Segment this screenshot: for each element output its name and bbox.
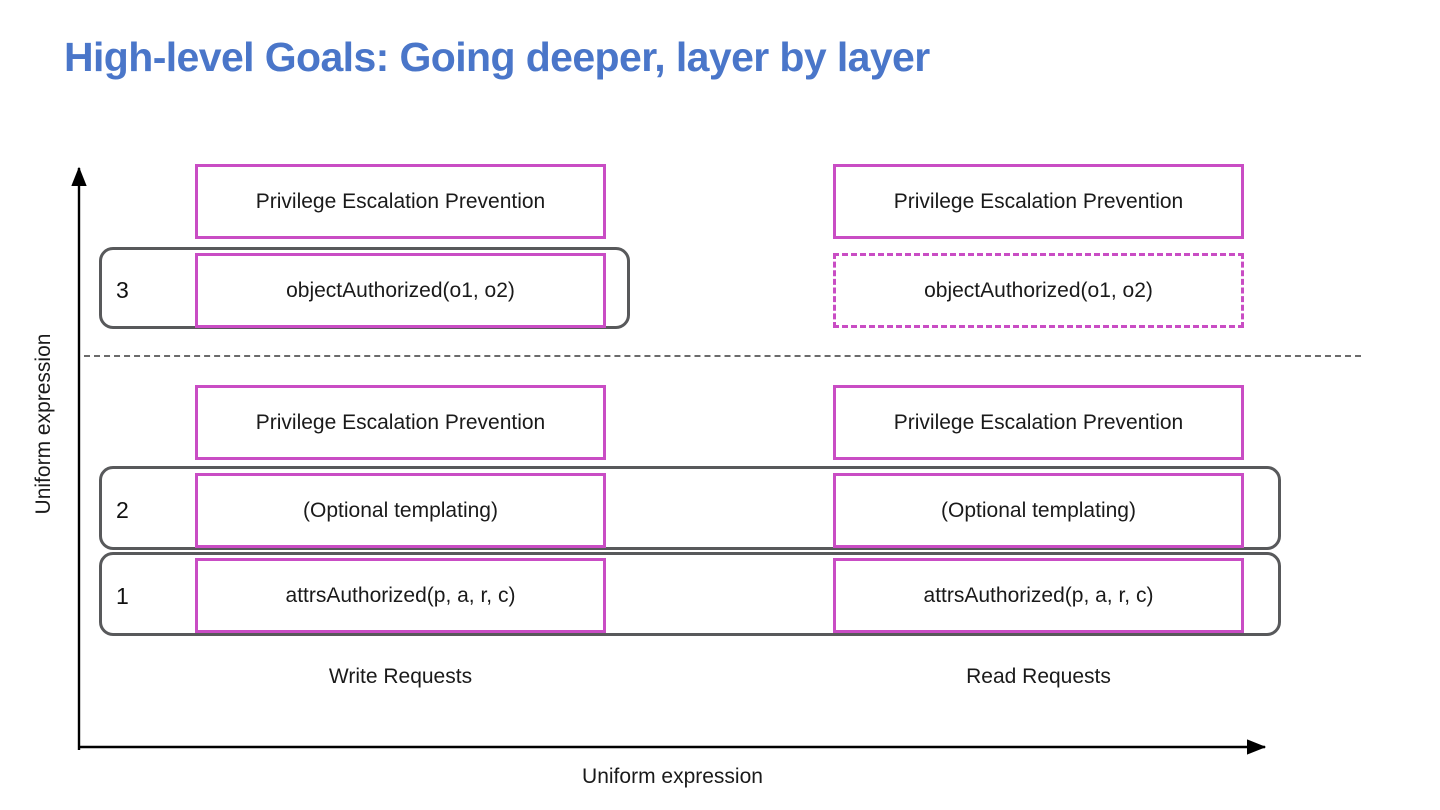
column-caption-write: Write Requests bbox=[328, 665, 473, 688]
cell-write-privilege-escalation-prevention-top[interactable]: Privilege Escalation Prevention bbox=[195, 164, 606, 239]
cell-read-object-authorized[interactable]: objectAuthorized(o1, o2) bbox=[833, 253, 1244, 328]
cell-read-privilege-escalation-prevention-top[interactable]: Privilege Escalation Prevention bbox=[833, 164, 1244, 239]
cell-write-object-authorized[interactable]: objectAuthorized(o1, o2) bbox=[195, 253, 606, 328]
cell-write-optional-templating[interactable]: (Optional templating) bbox=[195, 473, 606, 548]
y-axis-label: Uniform expression bbox=[32, 333, 55, 515]
level-number-3: 3 bbox=[116, 277, 129, 303]
cell-read-privilege-escalation-prevention-mid[interactable]: Privilege Escalation Prevention bbox=[833, 385, 1244, 460]
cell-read-attrs-authorized[interactable]: attrsAuthorized(p, a, r, c) bbox=[833, 558, 1244, 633]
tier-divider bbox=[84, 355, 1361, 357]
cell-write-attrs-authorized[interactable]: attrsAuthorized(p, a, r, c) bbox=[195, 558, 606, 633]
cell-write-privilege-escalation-prevention-mid[interactable]: Privilege Escalation Prevention bbox=[195, 385, 606, 460]
level-number-1: 1 bbox=[116, 583, 129, 609]
level-container-2 bbox=[99, 466, 1281, 550]
level-number-2: 2 bbox=[116, 497, 129, 523]
page-title: High-level Goals: Going deeper, layer by… bbox=[64, 34, 930, 80]
column-caption-read: Read Requests bbox=[966, 665, 1111, 688]
cell-read-optional-templating[interactable]: (Optional templating) bbox=[833, 473, 1244, 548]
level-container-1 bbox=[99, 552, 1281, 636]
x-axis-label: Uniform expression bbox=[582, 765, 763, 788]
